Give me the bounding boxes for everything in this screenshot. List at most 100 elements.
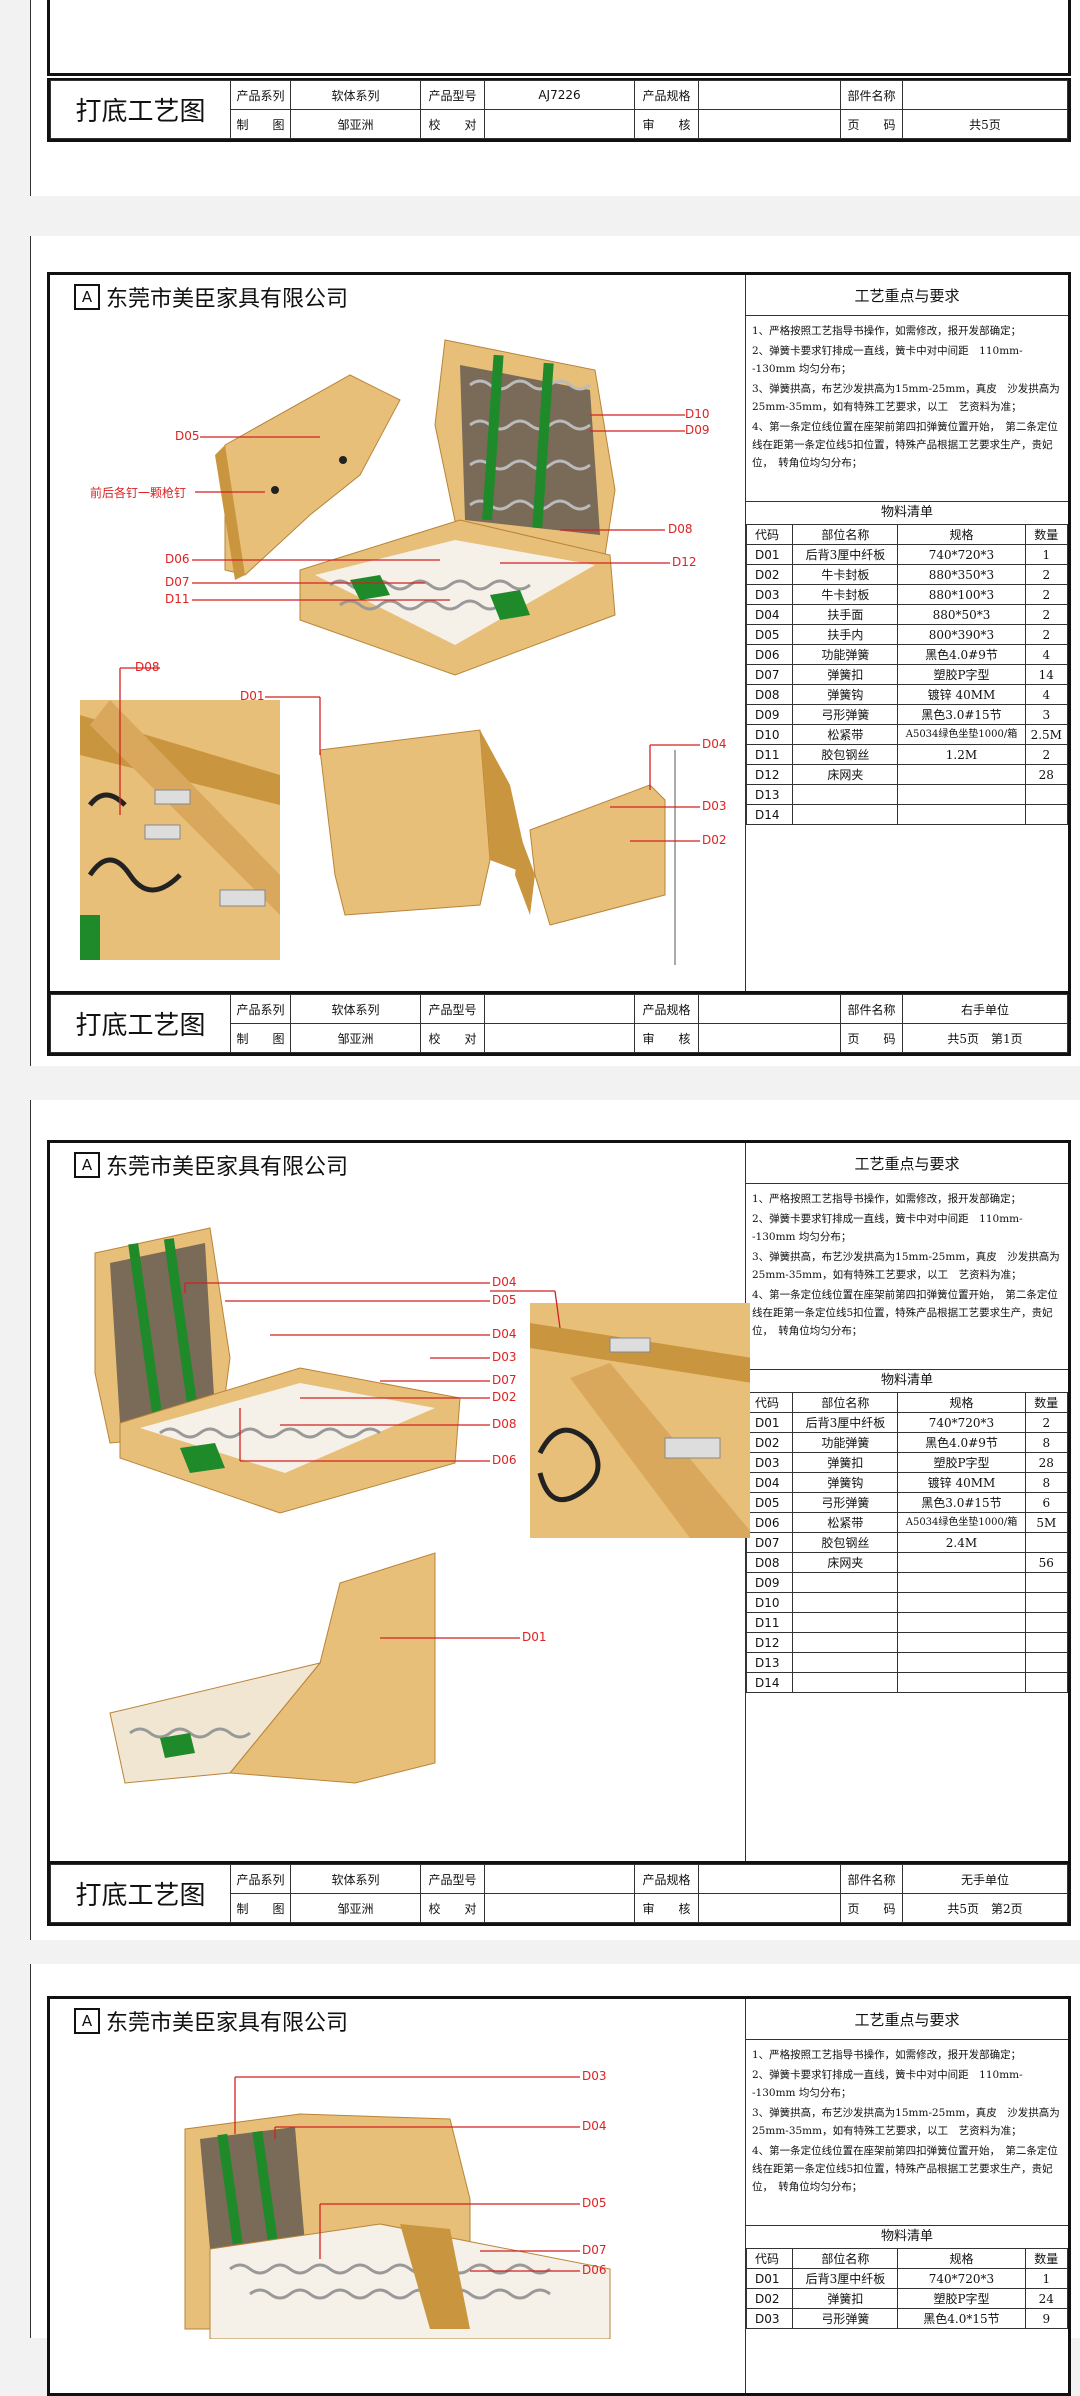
bom-cell: 后背3厘中纤板 xyxy=(792,1412,899,1433)
bom-cell: 黑色4.0#9节 xyxy=(897,1432,1026,1453)
bom-cell xyxy=(1024,804,1069,825)
bom-header-row: 代码部位名称规格数量 xyxy=(745,2248,1069,2269)
bom-cell: 6 xyxy=(1024,1492,1069,1513)
bom-cell: 功能弹簧 xyxy=(792,1432,899,1453)
label-d08: D08 xyxy=(668,522,693,536)
bom-cell: D02 xyxy=(745,564,794,585)
label-d12: D12 xyxy=(672,555,697,569)
bom-cell xyxy=(897,804,1026,825)
bom-cell: 松紧带 xyxy=(792,724,899,745)
bom-cell: 弓形弹簧 xyxy=(792,1492,899,1513)
label-d01: D01 xyxy=(240,689,265,703)
bom-cell: 2 xyxy=(1024,604,1069,625)
bom-cell: 1.2M xyxy=(897,744,1026,765)
bom-cell: 黑色3.0#15节 xyxy=(897,704,1026,725)
bom-cell: 2 xyxy=(1024,744,1069,765)
bom-cell: 8 xyxy=(1024,1432,1069,1453)
bom-cell xyxy=(792,1632,899,1653)
bom-cell: D07 xyxy=(745,664,794,685)
label-d10: D10 xyxy=(685,407,710,421)
bom-cell xyxy=(792,1612,899,1633)
bom-cell: D01 xyxy=(745,2268,794,2289)
bom-cell xyxy=(1024,784,1069,805)
bom-heading: 物料清单 xyxy=(746,501,1068,525)
bom-cell: D13 xyxy=(745,1652,794,1673)
bom-cell: 800*390*3 xyxy=(897,624,1026,645)
bom-cell: 功能弹簧 xyxy=(792,644,899,665)
label-d03: D03 xyxy=(582,2069,607,2083)
bom-cell: 黑色4.0*15节 xyxy=(897,2308,1026,2329)
bom-cell: 弹簧扣 xyxy=(792,1452,899,1473)
sheet-1: A 东莞市美臣家具有限公司 工艺重点与要求 1、严格按照工艺指导书操作，如需修改… xyxy=(30,236,1080,1066)
bom-cell: D06 xyxy=(745,644,794,665)
bom-cell: D04 xyxy=(745,1472,794,1493)
bom-cell: 24 xyxy=(1024,2288,1069,2309)
leader-lines-2 xyxy=(184,1282,561,1639)
bom-cell: D03 xyxy=(745,2308,794,2329)
bom-cell: D10 xyxy=(745,724,794,745)
bom-cell: 胶包钢丝 xyxy=(792,1532,899,1553)
bom-cell: D04 xyxy=(745,604,794,625)
requirements-panel: 工艺重点与要求 1、严格按照工艺指导书操作，如需修改，报开发部确定； 2、弹簧卡… xyxy=(745,1143,1069,1861)
bom-cell xyxy=(792,1652,899,1673)
requirements-panel: 工艺重点与要求 1、严格按照工艺指导书操作，如需修改，报开发部确定； 2、弹簧卡… xyxy=(745,275,1069,991)
sheet-2: A 东莞市美臣家具有限公司 工艺重点与要求 1、严格按照工艺指导书操作，如需修改… xyxy=(30,1100,1080,1940)
title-block: 打底工艺图 产品系列 软体系列 产品型号 AJ7226 产品规格 部件名称 制 … xyxy=(47,78,1071,142)
label-d05: D05 xyxy=(492,1293,517,1307)
bom-row: D12 xyxy=(745,1632,1069,1653)
bom-cell: D14 xyxy=(745,1672,794,1693)
bom-cell xyxy=(897,1632,1026,1653)
bom-header-cell: 数量 xyxy=(1024,2248,1069,2269)
bom-cell: D09 xyxy=(745,704,794,725)
bom-cell xyxy=(1024,1652,1069,1673)
label-d01: D01 xyxy=(522,1630,547,1644)
bom-cell: D12 xyxy=(745,1632,794,1653)
bom-header-cell: 数量 xyxy=(1024,524,1069,545)
bom-cell: 松紧带 xyxy=(792,1512,899,1533)
sofa-illustration-2 xyxy=(94,1227,750,1784)
label-d11: D11 xyxy=(165,592,190,606)
bom-cell xyxy=(792,1672,899,1693)
label-d04: D04 xyxy=(492,1327,517,1341)
bom-cell: 14 xyxy=(1024,664,1069,685)
label-d03: D03 xyxy=(492,1350,517,1364)
bom-cell: 880*350*3 xyxy=(897,564,1026,585)
bom-cell: 8 xyxy=(1024,1472,1069,1493)
bom-cell: 2 xyxy=(1024,624,1069,645)
bom-cell: 28 xyxy=(1024,1452,1069,1473)
bom-cell: 床网夹 xyxy=(792,764,899,785)
bom-cell xyxy=(897,1652,1026,1673)
bom-cell: D05 xyxy=(745,1492,794,1513)
bom-header-cell: 规格 xyxy=(897,1392,1026,1413)
bom-cell: 黑色3.0#15节 xyxy=(897,1492,1026,1513)
label-d05: D05 xyxy=(175,429,200,443)
bom-header-cell: 部位名称 xyxy=(792,524,899,545)
bom-cell xyxy=(897,1572,1026,1593)
part-name: 无手单位 xyxy=(902,1864,1068,1894)
bom-cell: 880*50*3 xyxy=(897,604,1026,625)
label-d07: D07 xyxy=(582,2243,607,2257)
label-d08b: D08 xyxy=(135,660,160,674)
label-d02: D02 xyxy=(702,833,727,847)
requirements-list: 1、严格按照工艺指导书操作，如需修改，报开发部确定； 2、弹簧卡要求钉排成一直线… xyxy=(752,325,1060,469)
bom-cell: D09 xyxy=(745,1572,794,1593)
label-d03: D03 xyxy=(702,799,727,813)
bom-cell: D12 xyxy=(745,764,794,785)
bom-cell xyxy=(792,804,899,825)
bom-cell: A5034绿色坐垫1000/箱 xyxy=(897,1512,1026,1533)
bom-cell: 2 xyxy=(1024,584,1069,605)
bom-header-row: 代码部位名称规格数量 xyxy=(745,1392,1069,1413)
backrest-armrest-exploded xyxy=(319,729,676,965)
page-number: 共5页 第2页 xyxy=(902,1893,1068,1923)
bom-cell: 弹簧钩 xyxy=(792,1472,899,1493)
bom-cell xyxy=(1024,1632,1069,1653)
company-header: A 东莞市美臣家具有限公司 xyxy=(74,1149,348,1181)
model-value: AJ7226 xyxy=(484,80,635,110)
label-d05: D05 xyxy=(582,2196,607,2210)
page-number: 共5页 第1页 xyxy=(902,1023,1068,1053)
bom-cell: 塑胶P字型 xyxy=(897,2288,1026,2309)
